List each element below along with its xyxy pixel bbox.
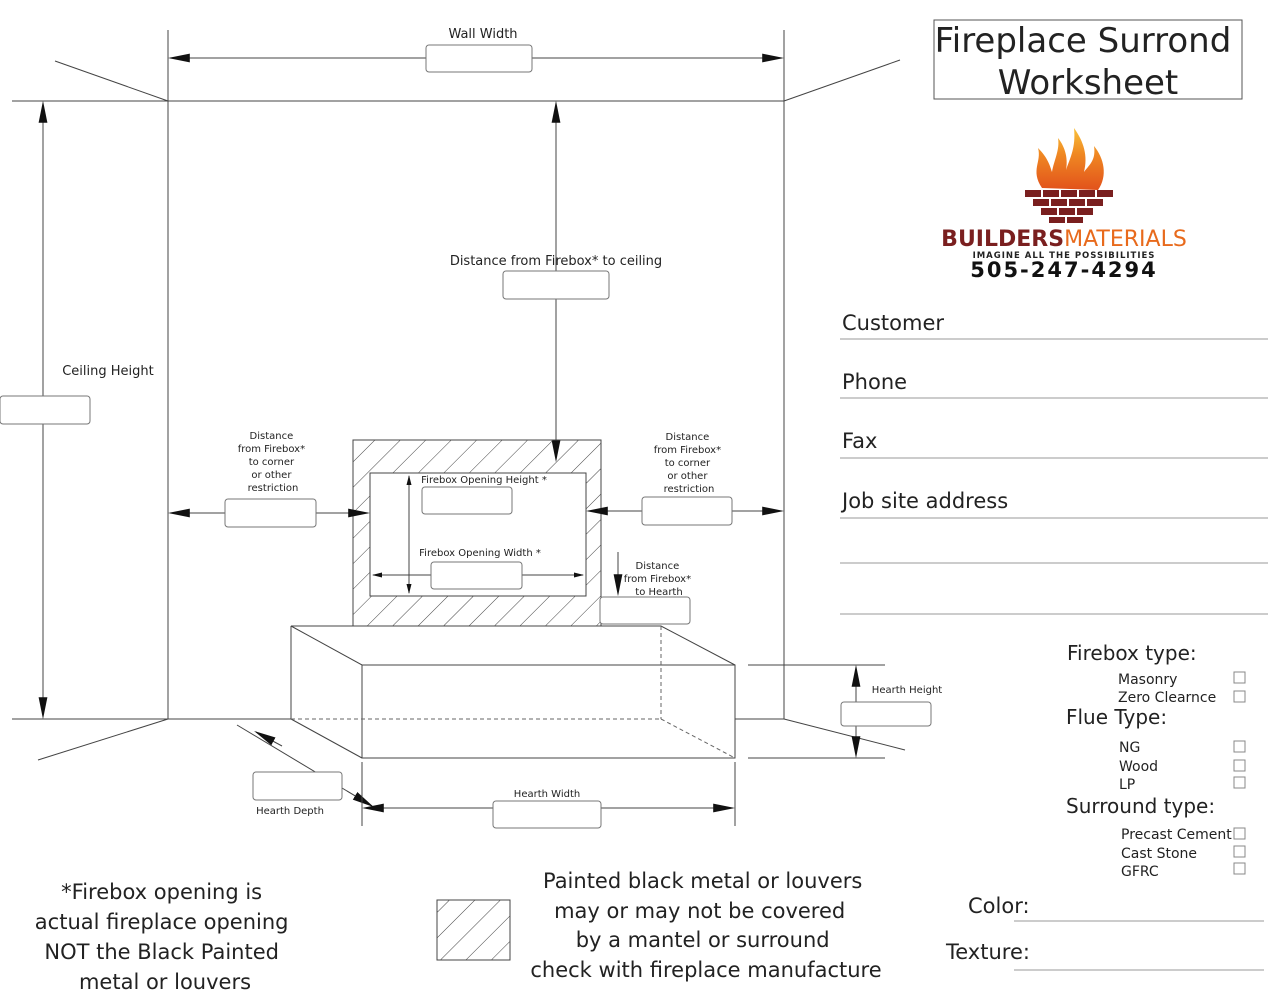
firebox-type-title: Firebox type: (1067, 641, 1197, 665)
room-outline (12, 59, 906, 761)
hearth-width-label: Hearth Width (514, 789, 580, 800)
customer-label: Customer (842, 311, 944, 335)
option-precast-cement-label: Precast Cement (1121, 827, 1232, 843)
hearth-depth-arrow-top (254, 730, 283, 747)
option-cast-stone-checkbox[interactable] (1233, 845, 1246, 858)
to-hearth-label: Distance from Firebox* to Hearth (624, 561, 695, 598)
option-wood-label: Wood (1119, 759, 1158, 775)
wall-width-dimension (167, 30, 785, 101)
option-zero-clearance-label: Zero Clearnce (1118, 690, 1216, 706)
address-label: Job site address (840, 489, 1008, 513)
hearth-height-label: Hearth Height (872, 685, 942, 696)
brand-tagline: IMAGINE ALL THE POSSIBILITIES (973, 251, 1156, 261)
opening-width-field[interactable] (430, 561, 523, 590)
firebox-surround (352, 439, 602, 627)
flame-icon (1036, 128, 1104, 190)
flue-type-title: Flue Type: (1066, 705, 1167, 729)
hearth-width-field[interactable] (492, 800, 602, 829)
to-hearth-field[interactable] (599, 596, 691, 625)
brand-phone: 505-247-4294 (970, 258, 1158, 282)
hatch-legend-note: Painted black metal or louvers may or ma… (530, 869, 881, 982)
firebox-to-ceiling-label: Distance from Firebox* to ceiling (450, 254, 662, 269)
opening-width-label: Firebox Opening Width * (419, 548, 541, 559)
hearth-depth-arrow-bottom (346, 790, 374, 808)
firebox-to-ceiling-field[interactable] (502, 270, 610, 300)
option-lp-checkbox[interactable] (1233, 776, 1246, 789)
title-box (933, 19, 1243, 100)
wall-width-field[interactable] (425, 44, 533, 73)
hearth-height-field[interactable] (840, 701, 932, 727)
option-masonry-label: Masonry (1118, 672, 1177, 688)
phone-label: Phone (842, 370, 907, 394)
firebox-opening-note: *Firebox opening is actual fireplace ope… (35, 880, 295, 994)
option-ng-checkbox[interactable] (1233, 740, 1246, 753)
right-restriction-field[interactable] (641, 496, 733, 526)
left-restriction-field[interactable] (224, 498, 317, 528)
hearth-depth-label: Hearth Depth (256, 806, 324, 817)
right-restriction-label: Distance from Firebox* to corner or othe… (654, 432, 725, 495)
fax-label: Fax (842, 429, 877, 453)
option-wood-checkbox[interactable] (1233, 759, 1246, 772)
brand-name: BUILDERSMATERIALS (941, 227, 1187, 252)
builders-materials-logo: BUILDERSMATERIALS IMAGINE ALL THE POSSIB… (941, 128, 1187, 282)
texture-label: Texture: (945, 940, 1030, 964)
title-line-1: Fireplace Surrond (935, 21, 1232, 61)
ceiling-height-label: Ceiling Height (62, 364, 154, 379)
hearth-depth-field[interactable] (252, 771, 343, 801)
option-zero-clearance-checkbox[interactable] (1233, 690, 1246, 703)
surround-type-title: Surround type: (1066, 794, 1215, 818)
option-precast-cement-checkbox[interactable] (1233, 827, 1246, 840)
color-label: Color: (968, 894, 1030, 918)
opening-height-field[interactable] (421, 486, 513, 515)
title-line-2: Worksheet (998, 63, 1179, 103)
opening-height-label: Firebox Opening Height * (421, 475, 547, 486)
option-cast-stone-label: Cast Stone (1121, 846, 1197, 862)
option-masonry-checkbox[interactable] (1233, 671, 1246, 684)
option-lp-label: LP (1119, 777, 1135, 793)
hearth (290, 625, 736, 759)
option-gfrc-label: GFRC (1121, 864, 1159, 880)
left-restriction-label: Distance from Firebox* to corner or othe… (238, 431, 309, 494)
option-ng-label: NG (1119, 740, 1140, 756)
option-gfrc-checkbox[interactable] (1233, 862, 1246, 875)
brick-icon (1025, 190, 1113, 223)
wall-width-label: Wall Width (448, 27, 517, 42)
hatch-legend-swatch (436, 899, 511, 961)
ceiling-height-field[interactable] (0, 395, 91, 425)
